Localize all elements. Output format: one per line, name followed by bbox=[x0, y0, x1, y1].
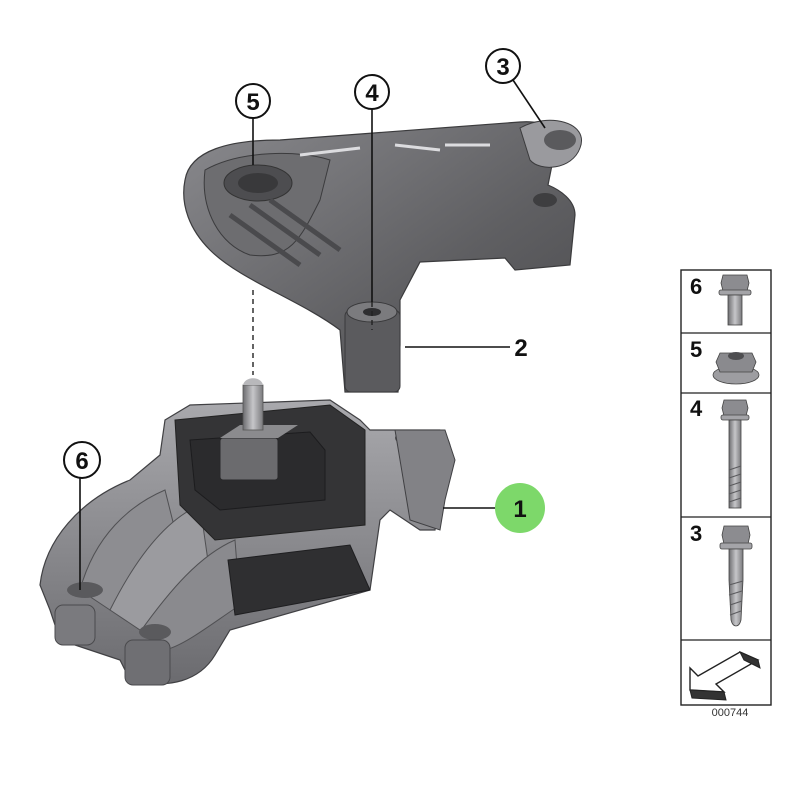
legend-row-4: 4 bbox=[690, 396, 750, 509]
callout-3: 3 bbox=[485, 48, 521, 84]
callout-2: 2 bbox=[514, 335, 527, 362]
svg-text:4: 4 bbox=[365, 80, 379, 107]
callout-5: 5 bbox=[235, 83, 271, 119]
legend-row-5: 5 bbox=[690, 337, 760, 385]
stepped-bolt-icon bbox=[719, 525, 753, 627]
svg-text:6: 6 bbox=[690, 274, 702, 299]
svg-text:3: 3 bbox=[496, 54, 509, 81]
flange-nut-icon bbox=[712, 352, 760, 385]
figure-code: 000744 bbox=[690, 706, 770, 719]
callout-1: 1 bbox=[495, 483, 545, 533]
legend-row-6: 6 bbox=[690, 274, 752, 326]
leader-lines bbox=[79, 79, 546, 590]
dashed-axis-lines bbox=[252, 290, 373, 375]
legend-row-3: 3 bbox=[690, 521, 753, 627]
svg-text:000744: 000744 bbox=[712, 707, 749, 719]
svg-text:3: 3 bbox=[690, 521, 702, 546]
leader-3 bbox=[512, 79, 546, 129]
svg-text:1: 1 bbox=[513, 496, 526, 523]
direction-arrow-icon bbox=[689, 650, 761, 701]
fastener-legend-panel: 6 5 4 3 bbox=[680, 269, 772, 706]
callout-6: 6 bbox=[63, 441, 101, 479]
svg-text:6: 6 bbox=[75, 448, 88, 475]
callout-4: 4 bbox=[354, 74, 390, 110]
long-bolt-icon bbox=[720, 399, 750, 509]
svg-text:5: 5 bbox=[690, 337, 702, 362]
mount-stud bbox=[242, 378, 264, 431]
svg-text:4: 4 bbox=[690, 396, 703, 421]
svg-text:5: 5 bbox=[246, 89, 259, 116]
svg-text:2: 2 bbox=[514, 335, 527, 362]
hex-flange-bolt-icon bbox=[718, 274, 752, 326]
engine-mount bbox=[39, 399, 456, 686]
